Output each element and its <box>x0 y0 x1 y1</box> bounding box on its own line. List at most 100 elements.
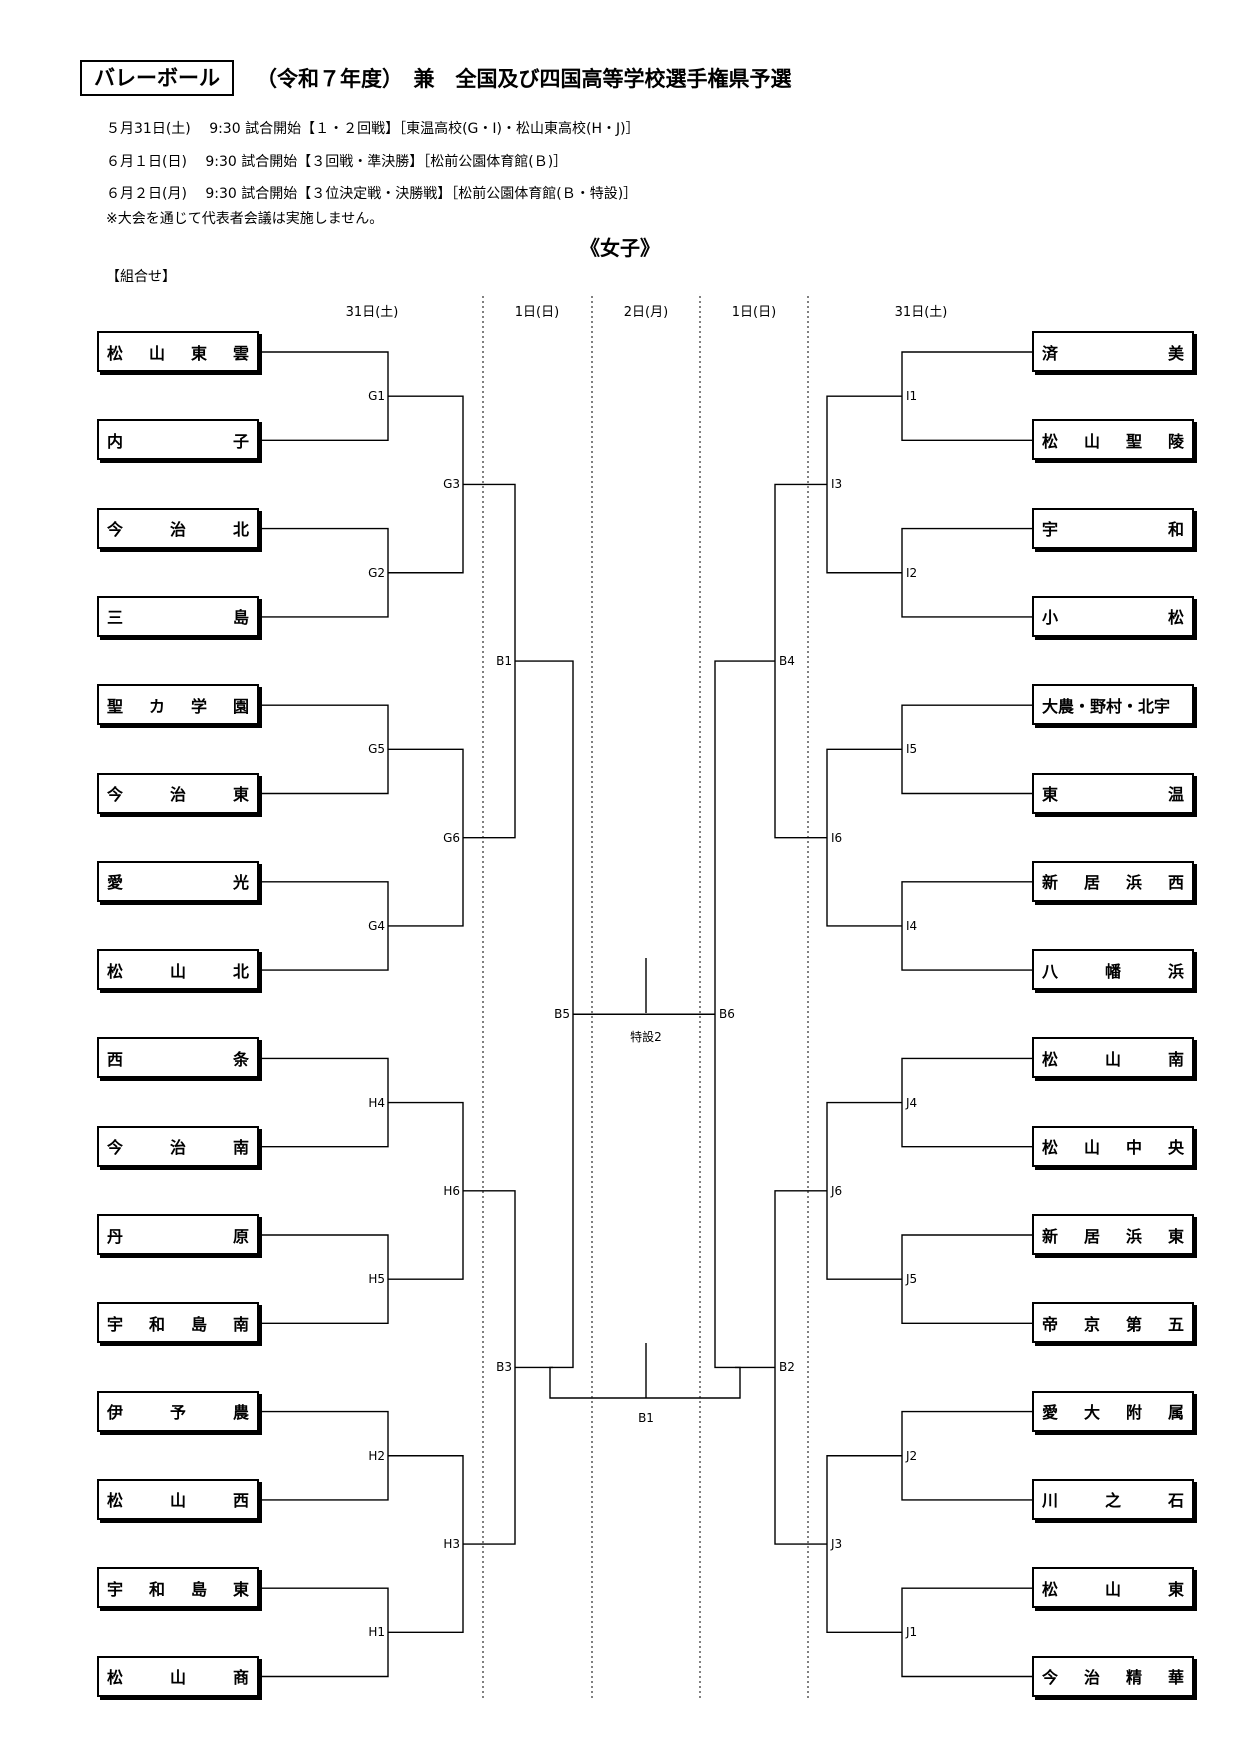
team-name: 聖カ学園 <box>107 696 249 716</box>
match-label-third-place: B1 <box>638 1411 654 1425</box>
match-label-J3: J3 <box>831 1537 843 1552</box>
schedule-line-3: ６月２日(月) 9:30 試合開始【３位決定戦・決勝戦】［松前公園体育館(Ｂ・特… <box>106 186 638 202</box>
schedule-line-2: ６月１日(日) 9:30 試合開始【３回戦・準決勝】［松前公園体育館(Ｂ)］ <box>106 154 568 170</box>
team-box-right-5: 大農・野村・北宇 <box>1032 684 1194 726</box>
team-name: 今治東 <box>107 785 249 804</box>
bracket-line <box>901 351 1032 441</box>
tournament-title: （令和７年度） 兼 全国及び四国高等学校選手権県予選 <box>256 67 792 91</box>
team-name: 松山中央 <box>1042 1138 1184 1158</box>
match-label-G1: G1 <box>368 389 385 404</box>
bracket-line <box>901 704 1032 795</box>
schedule-line-1: ５月31日(土) 9:30 試合開始【１・２回戦】［東温高校(G・I)・松山東高… <box>106 121 640 137</box>
team-box-right-7: 新居浜西 <box>1032 860 1194 902</box>
match-label-J1: J1 <box>906 1625 918 1640</box>
match-label-H2: H2 <box>368 1448 385 1463</box>
bracket-line <box>901 881 1032 971</box>
team-box-left-9: 西条 <box>97 1037 259 1079</box>
team-box-right-6: 東温 <box>1032 772 1194 814</box>
team-box-right-13: 愛大附属 <box>1032 1390 1194 1432</box>
match-label-B6: B6 <box>719 1007 735 1022</box>
bracket-line <box>901 1057 1032 1148</box>
team-box-left-8: 松山北 <box>97 949 259 991</box>
team-name: 今治南 <box>107 1138 249 1158</box>
title-row: バレーボール （令和７年度） 兼 全国及び四国高等学校選手権県予選 <box>80 60 792 96</box>
day-label-right-r3: 1日(日) <box>731 305 777 320</box>
team-box-right-2: 松山聖陵 <box>1032 419 1194 461</box>
match-label-I6: I6 <box>831 830 843 845</box>
match-label-H4: H4 <box>368 1095 385 1110</box>
match-label-B3: B3 <box>496 1360 512 1375</box>
team-name: 西条 <box>107 1049 249 1069</box>
team-name: 大農・野村・北宇 <box>1042 696 1171 716</box>
team-name: 松山西 <box>107 1491 249 1511</box>
team-name: 今治北 <box>107 520 249 540</box>
team-box-left-10: 今治南 <box>97 1125 259 1167</box>
match-label-H5: H5 <box>368 1272 385 1287</box>
team-name: 丹原 <box>107 1226 249 1246</box>
team-box-left-15: 宇和島東 <box>97 1567 259 1609</box>
match-label-H3: H3 <box>443 1537 460 1552</box>
team-box-right-9: 松山南 <box>1032 1037 1194 1079</box>
match-label-G3: G3 <box>443 477 460 492</box>
bracket-line <box>901 1410 1032 1501</box>
day-label-right-r1: 31日(土) <box>894 305 948 320</box>
team-name: 今治精華 <box>1042 1668 1184 1687</box>
team-box-left-14: 松山西 <box>97 1478 259 1520</box>
team-box-left-5: 聖カ学園 <box>97 684 259 726</box>
team-box-left-12: 宇和島南 <box>97 1302 259 1344</box>
team-name: 愛光 <box>107 873 249 893</box>
section-label: 【組合せ】 <box>106 269 176 285</box>
day-label-left-r3: 1日(日) <box>514 305 560 320</box>
match-label-G5: G5 <box>368 742 385 757</box>
match-label-I4: I4 <box>906 918 918 933</box>
bracket-line <box>901 1234 1032 1325</box>
notice: ※大会を通じて代表者会議は実施しません。 <box>106 211 384 227</box>
match-label-J2: J2 <box>906 1448 918 1463</box>
team-box-right-3: 宇和 <box>1032 507 1194 549</box>
match-label-J6: J6 <box>831 1183 843 1198</box>
match-label-J5: J5 <box>906 1272 918 1287</box>
team-box-right-12: 帝京第五 <box>1032 1302 1194 1344</box>
team-box-right-1: 済美 <box>1032 331 1194 372</box>
sport-title: バレーボール <box>80 60 234 96</box>
team-box-right-11: 新居浜東 <box>1032 1214 1194 1255</box>
day-label-final: 2日(月) <box>623 305 669 320</box>
team-name: 宇和島南 <box>107 1314 249 1334</box>
team-box-left-13: 伊予農 <box>97 1390 259 1432</box>
team-box-left-1: 松山東雲 <box>97 331 259 372</box>
match-label-B2: B2 <box>779 1360 795 1375</box>
match-label-I3: I3 <box>831 477 843 492</box>
team-name: 松山商 <box>107 1668 249 1687</box>
team-name: 伊予農 <box>107 1403 249 1423</box>
match-label-J4: J4 <box>906 1095 918 1110</box>
team-name: 三島 <box>107 608 249 628</box>
match-label-B5: B5 <box>554 1007 570 1022</box>
category-title: 《女子》 <box>580 236 660 260</box>
team-name: 八幡浜 <box>1042 961 1184 981</box>
team-name: 宇和島東 <box>107 1579 249 1599</box>
team-name: 小松 <box>1042 608 1184 628</box>
match-label-B1: B1 <box>496 654 512 669</box>
team-name: 内子 <box>107 431 249 451</box>
match-label-G4: G4 <box>368 918 385 933</box>
bracket-line <box>549 1366 741 1399</box>
match-label-I5: I5 <box>906 742 918 757</box>
team-name: 川之石 <box>1042 1491 1184 1511</box>
match-label-H6: H6 <box>443 1183 460 1198</box>
team-name: 松山東雲 <box>107 343 249 363</box>
team-name: 新居浜西 <box>1042 873 1184 893</box>
bracket-line <box>901 1587 1032 1678</box>
team-box-left-3: 今治北 <box>97 507 259 549</box>
team-box-left-7: 愛光 <box>97 860 259 902</box>
team-name: 帝京第五 <box>1042 1314 1184 1334</box>
team-name: 宇和 <box>1042 520 1184 540</box>
team-box-right-16: 今治精華 <box>1032 1655 1194 1697</box>
day-label-left-r1: 31日(土) <box>345 305 399 320</box>
match-label-G6: G6 <box>443 830 460 845</box>
match-label-H1: H1 <box>368 1625 385 1640</box>
team-box-left-4: 三島 <box>97 595 259 637</box>
bracket-line <box>901 527 1032 618</box>
team-name: 東温 <box>1042 785 1184 804</box>
team-name: 松山東 <box>1042 1579 1184 1599</box>
